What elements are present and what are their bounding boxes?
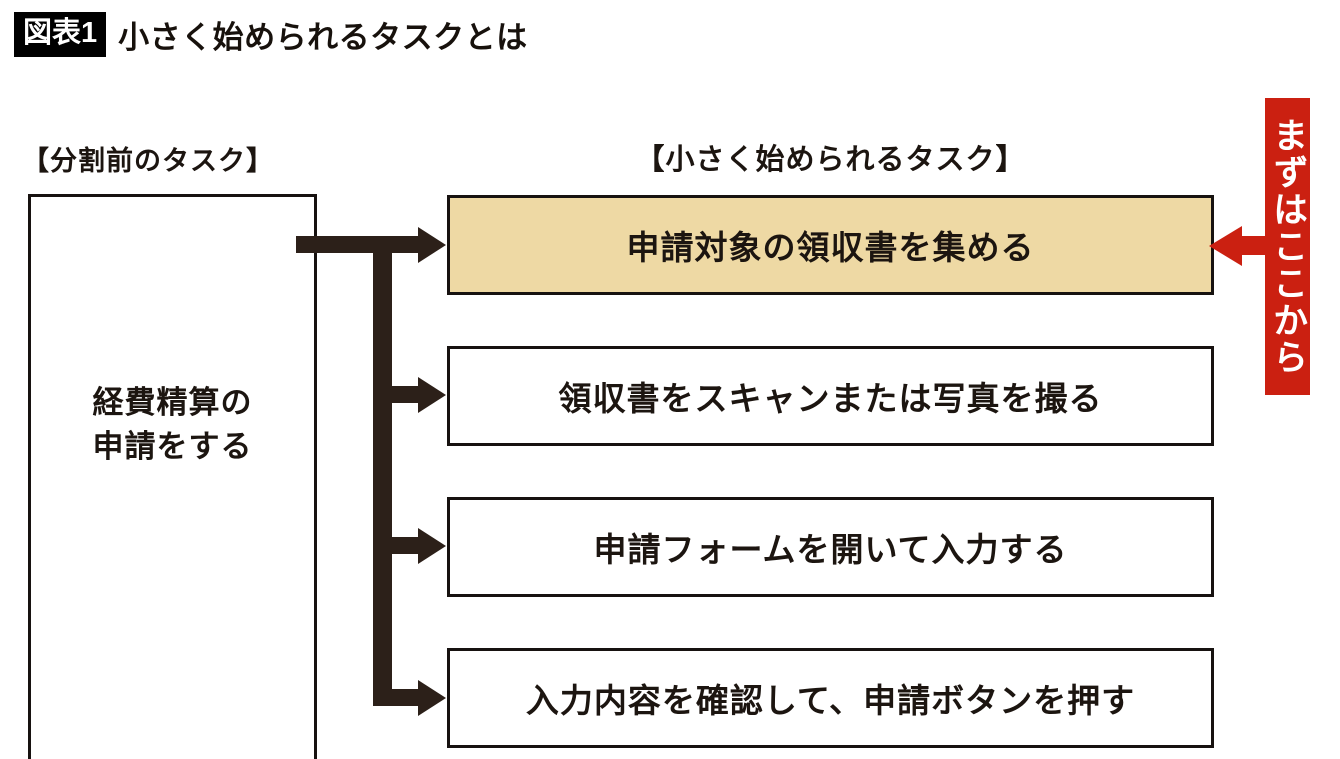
callout-arrow-shaft — [1240, 236, 1270, 255]
step-label-4: 入力内容を確認して、申請ボタンを押す — [525, 682, 1136, 719]
callout-arrow-head-icon — [1209, 226, 1242, 266]
callout-banner: まずはここから — [1265, 98, 1310, 395]
figure-number-badge: 図表1 — [14, 12, 107, 57]
connector-trunk — [373, 236, 392, 706]
left-column-header: 【分割前のタスク】 — [22, 146, 274, 176]
source-task-line-1: 経費精算の — [92, 385, 253, 420]
page-title: 小さく始められるタスクとは — [118, 20, 528, 55]
source-task-box: 経費精算の 申請をする — [28, 194, 317, 759]
branch-arrow-1 — [373, 236, 420, 253]
connector-stub — [296, 236, 392, 253]
branch-arrow-2 — [373, 386, 420, 403]
source-task-line-2: 申請をする — [92, 429, 253, 465]
branch-arrow-3 — [373, 537, 420, 554]
step-label-1: 申請対象の領収書を集める — [626, 229, 1035, 266]
step-label-3: 申請フォームを開いて入力する — [593, 531, 1068, 568]
callout-banner-label: まずはここから — [1268, 117, 1308, 376]
step-box-1: 申請対象の領収書を集める — [447, 195, 1214, 295]
right-column-header: 【小さく始められるタスク】 — [635, 144, 1026, 176]
figure-title-row: 図表1 小さく始められるタスクとは — [14, 12, 528, 57]
branch-arrow-4 — [373, 689, 420, 706]
step-box-4: 入力内容を確認して、申請ボタンを押す — [447, 648, 1214, 748]
step-box-3: 申請フォームを開いて入力する — [447, 497, 1214, 597]
step-label-2: 領収書をスキャンまたは写真を撮る — [558, 380, 1103, 417]
step-box-2: 領収書をスキャンまたは写真を撮る — [447, 346, 1214, 446]
source-task-label: 経費精算の 申請をする — [31, 381, 314, 469]
